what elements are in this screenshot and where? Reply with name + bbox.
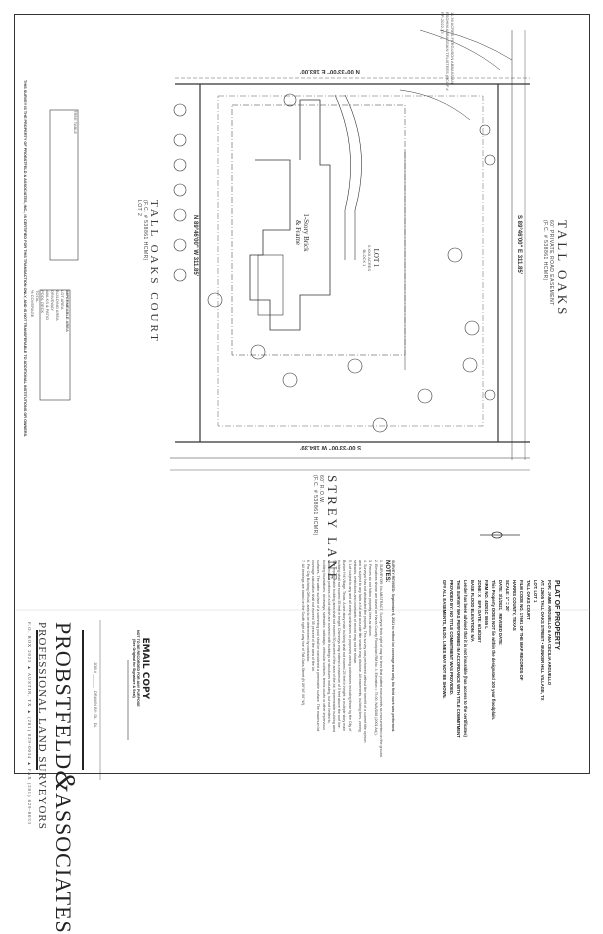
road-label-tall-oaks-court: TALL OAKS COURT (F.C. # 538861 HCMR) LOT… [136,200,160,344]
logo-tagline: PROFESSIONAL LAND SURVEYORS [36,622,48,830]
county: HARRIS COUNTY, TEXAS [512,580,517,631]
lot-area: 0.XXX ACRES [367,245,372,272]
tree-icon [462,357,478,373]
house-label: 1-Story Brick & Frame [294,213,310,252]
note-item: Bunker Hill Village, Texas. A one-story … [342,560,347,732]
table-row: % COVERAGE [30,290,35,318]
firm-number: 48201C 0655 L [484,600,489,629]
note-item: 2. Elevations shown are based on Harris … [373,560,378,736]
notes-title: NOTES: [383,560,390,583]
road-label-tall-oaks: TALL OAKS 60' PRIVATE ROAD EASEMENT (F.C… [542,220,570,317]
note-item: The impermeable building area shall not … [331,560,336,733]
note-item: and is subject to any facts a full and a… [357,560,362,732]
bearing-west: N 89°46'00" W 311.85' [192,215,198,277]
tree-icon [207,292,223,308]
tree-icon [173,183,187,197]
note-item: building shall not exceed 35 feet in hei… [337,560,342,729]
tree-table-title: TREE TABLE [73,110,78,135]
table-row: BUILDING AREA [55,290,60,321]
tree-icon [173,103,187,117]
note-item: 4. Surveyor has not abstracted the prope… [363,560,368,743]
tree-icon [173,133,187,147]
road-name: TALL OAKS COURT [148,200,160,344]
tree-icon [173,238,187,252]
note-item: shall include portions of a lot which ar… [326,560,331,724]
lender-disclaimer: Lender has been advised that it is not i… [463,580,468,737]
note-item: 1. SURVEYOR: No ABSTRACT, Surveyor finds… [378,560,383,758]
plat-drawing [16,29,590,780]
table-row: WALKS & PATIO [45,290,50,321]
scale-value: 1" = 20' [505,596,510,612]
tree-icon [173,158,187,172]
tree-icon [464,320,480,336]
notes-header: SURVEY REVISED: September 8, 2021 to ref… [391,560,395,733]
impermeable-title: IMPERMEABLE AREA [65,290,70,332]
tree-icon [173,268,187,282]
company-contact: P.O. BOX 2025 ▲ AUSTIN, TX ▲ (281) 829-0… [27,622,32,825]
email-copy-title: EMAIL COPY [140,637,150,700]
lot-value: LOT 1 [533,590,538,603]
page-frame [14,14,590,774]
impermeable-table: IMPERMEABLE AREA LOT AREA BUILDING AREA … [30,290,70,332]
job-info: JOB # ______ DRAWN BY: DL DL [93,662,98,728]
tree-icon [372,417,388,433]
lot-label: LOT 1 0.XXX ACRES BLOCK 1 [362,245,380,271]
tree-icon [250,344,266,360]
tree-icon [479,124,491,136]
adjacent-owner: 11.36 ACRES FERGUSON ABBASSIAN ESGHIM AB… [440,12,455,91]
logo-name: PROBSTFELD&ASSOCIATES [49,622,80,934]
table-row: POOL DECK [40,290,45,314]
trees [173,93,496,433]
performed-statement: THIS SURVEY WAS PERFORMED IN ACCORDANCE … [456,580,461,738]
tree-table: TREE TABLE [73,110,78,134]
date-value: 3/1/2021 [498,593,503,610]
flood-statement: This Property DOES NOT lie within the de… [491,580,496,721]
tree-icon [484,389,496,401]
company-logo: PROBSTFELD&ASSOCIATES PROFESSIONAL LAND … [27,622,80,934]
north-arrow-icon [480,531,520,539]
tree-icon [484,154,496,166]
bearing-north: N 00°33'00" E 183.00' [300,68,360,74]
note-item: 7. All bearings are based on the South r… [300,560,305,706]
tree-icon [417,388,433,404]
note-item: building foundations, driveways, sidewal… [321,560,326,730]
logo-bar [82,630,84,770]
lot-number: LOT 1 [372,248,380,268]
tree-icon [283,93,297,107]
property-address: 12605 TALL OAKS STREET • BUNKER HILL VIL… [540,587,545,701]
plat-record: FILM CODE NO. 17691 OF THE MAP RECORDS O… [519,580,524,681]
note-item: 6. Per City Building Official, area to b… [305,560,310,663]
bearing-south: S 00°33'00" W 184.39' [300,444,362,450]
email-copy-stamp: EMAIL COPY NOT TO BE RECORDED FOR ANY PU… [132,630,150,707]
table-row: DRIVEWAY [50,290,55,311]
logo-bar [36,630,38,770]
note-item: surfaces. The water surface of a swimmin… [316,560,321,732]
notes-block: SURVEY REVISED: September 8, 2021 to ref… [300,560,395,758]
house-footprint [249,99,331,331]
subdivision: TALL OAKS COURT [526,580,531,620]
email-copy-line: (See Original for Signature & Seal) [132,638,136,698]
road-name: TALL OAKS [555,220,570,318]
tree-icon [347,358,363,374]
note-item: 5. Lot subject to any and all zoning ord… [347,560,352,732]
owner-name: JAIME ARGUELLO & ANA CECILIA ARGUELLO [547,591,552,686]
road-sub: 60' PRIVATE ROAD EASEMENT [548,220,554,306]
title-block: PLAT OF PROPERTY FOR: JAIME ARGUELLO & A… [442,580,560,738]
email-copy-line: NOT TO BE RECORDED FOR ANY PURPOSE [136,630,140,707]
plat-title: PLAT OF PROPERTY [553,580,560,650]
tree-icon [447,247,463,263]
bearing-east: S 89°46'00" E 311.85' [516,215,522,275]
tree-icon [282,372,298,388]
tree-icon [173,208,187,222]
